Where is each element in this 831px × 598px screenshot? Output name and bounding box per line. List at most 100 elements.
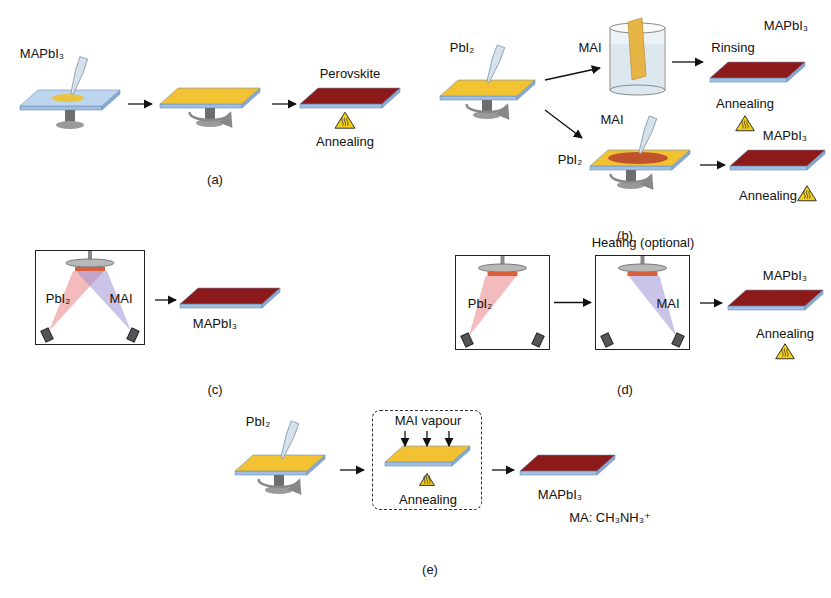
evaporation-source <box>127 328 139 342</box>
substrate-edge <box>180 304 262 308</box>
pipette-body <box>484 45 505 83</box>
substrate-holder <box>619 264 667 272</box>
node-heading: Heating (optional) <box>592 235 695 250</box>
warning-triangle <box>776 344 795 359</box>
solution-drop <box>52 94 84 102</box>
heat-wave <box>426 476 428 484</box>
annealing-icon <box>776 344 795 359</box>
process-label: MA: CH₃NH₃⁺ <box>569 510 651 525</box>
film-top <box>520 455 615 471</box>
evaporation-source <box>532 333 544 347</box>
substrate-edge <box>385 462 452 466</box>
annealing-icon <box>798 186 817 201</box>
dipped-substrate <box>628 18 646 80</box>
process-label: MAI <box>578 40 601 55</box>
process-label: MAI <box>600 112 623 127</box>
perovskite-film <box>730 150 825 170</box>
rotation-arrow <box>611 174 651 182</box>
process-arrow <box>545 110 582 138</box>
film-top <box>710 62 805 78</box>
heat-wave <box>429 476 431 484</box>
pipette <box>68 57 87 96</box>
substrate-edge <box>710 78 787 82</box>
heat-wave <box>804 191 806 199</box>
perovskite-film <box>300 88 400 108</box>
pipette-body <box>636 116 657 154</box>
heat-wave <box>747 121 749 129</box>
process-arrow <box>272 103 296 104</box>
node-text: Annealing <box>399 492 457 507</box>
vacuum-chamber <box>461 255 544 347</box>
evaporation-source <box>672 333 684 347</box>
warning-triangle <box>420 473 435 485</box>
process-label: PbI₂ <box>246 414 271 429</box>
substrate <box>628 272 658 276</box>
substrate-edge <box>20 106 102 110</box>
substrate-edge <box>590 166 672 170</box>
substrate-edge <box>520 471 597 475</box>
node-text: PbI₂ <box>46 291 71 306</box>
perovskite-film <box>180 288 280 308</box>
pipette <box>484 45 505 83</box>
substrate-edge <box>440 96 517 100</box>
film-top <box>235 455 325 471</box>
substrate-edge <box>160 104 242 108</box>
mai-beaker <box>610 18 665 95</box>
heat-wave <box>809 191 811 199</box>
heat-wave <box>344 118 346 126</box>
panel-label: (b) <box>617 228 633 243</box>
pbi2-film-substrate <box>385 446 470 466</box>
heat-wave <box>782 349 784 357</box>
process-arrow <box>672 61 703 62</box>
vapour-annealing-box: MAI vapourAnnealing <box>372 410 482 510</box>
process-arrow <box>700 164 725 165</box>
warning-triangle <box>335 112 355 128</box>
warning-triangle <box>736 116 755 131</box>
panel-label: (c) <box>207 382 222 397</box>
evaporation-source <box>601 333 613 347</box>
process-arrow <box>404 431 405 446</box>
warning-triangle <box>798 186 817 201</box>
process-arrow <box>448 431 449 446</box>
pbi2-film-substrate <box>440 80 535 100</box>
process-arrow <box>554 302 591 303</box>
film-top <box>180 288 280 304</box>
substrate-edge <box>300 104 382 108</box>
perovskite-film <box>728 290 823 310</box>
process-arrow <box>545 68 600 80</box>
process-label: PbI₂ <box>450 40 475 55</box>
process-label: Perovskite <box>320 66 381 81</box>
pbi2-film-substrate <box>235 455 325 475</box>
heat-wave <box>742 121 744 129</box>
vacuum-chamber-box: PbI₂ <box>455 255 550 350</box>
heat-wave <box>744 121 746 129</box>
substrate-holder <box>66 259 114 267</box>
process-label: PbI₂ <box>558 152 583 167</box>
process-label: MAPbI₃ <box>764 18 808 33</box>
process-arrow <box>700 302 722 303</box>
substrate-edge <box>728 306 805 310</box>
perovskite-film <box>710 62 805 82</box>
film-top <box>730 150 825 166</box>
substrate <box>488 272 518 276</box>
spin-coater <box>190 108 230 127</box>
process-label: MAPbI₃ <box>193 316 237 331</box>
node-text: MAI vapour <box>395 413 461 428</box>
heat-wave <box>342 118 344 126</box>
spin-coater <box>611 170 651 189</box>
node-text: MAI <box>109 291 132 306</box>
substrate-holder <box>479 264 527 272</box>
process-label: MAPbI₃ <box>538 487 582 502</box>
process-label: Annealing <box>316 134 374 149</box>
process-label: Annealing <box>756 326 814 341</box>
film-top <box>20 90 120 106</box>
evaporation-source <box>41 328 53 342</box>
vacuum-chamber <box>41 250 139 342</box>
panel-label: (e) <box>422 562 438 577</box>
substrate-edge <box>730 166 807 170</box>
process-label: Rinsing <box>711 40 754 55</box>
spin-base <box>56 121 84 129</box>
node-text: PbI₂ <box>468 296 493 311</box>
substrate-edge <box>235 471 307 475</box>
process-arrow <box>340 469 364 470</box>
